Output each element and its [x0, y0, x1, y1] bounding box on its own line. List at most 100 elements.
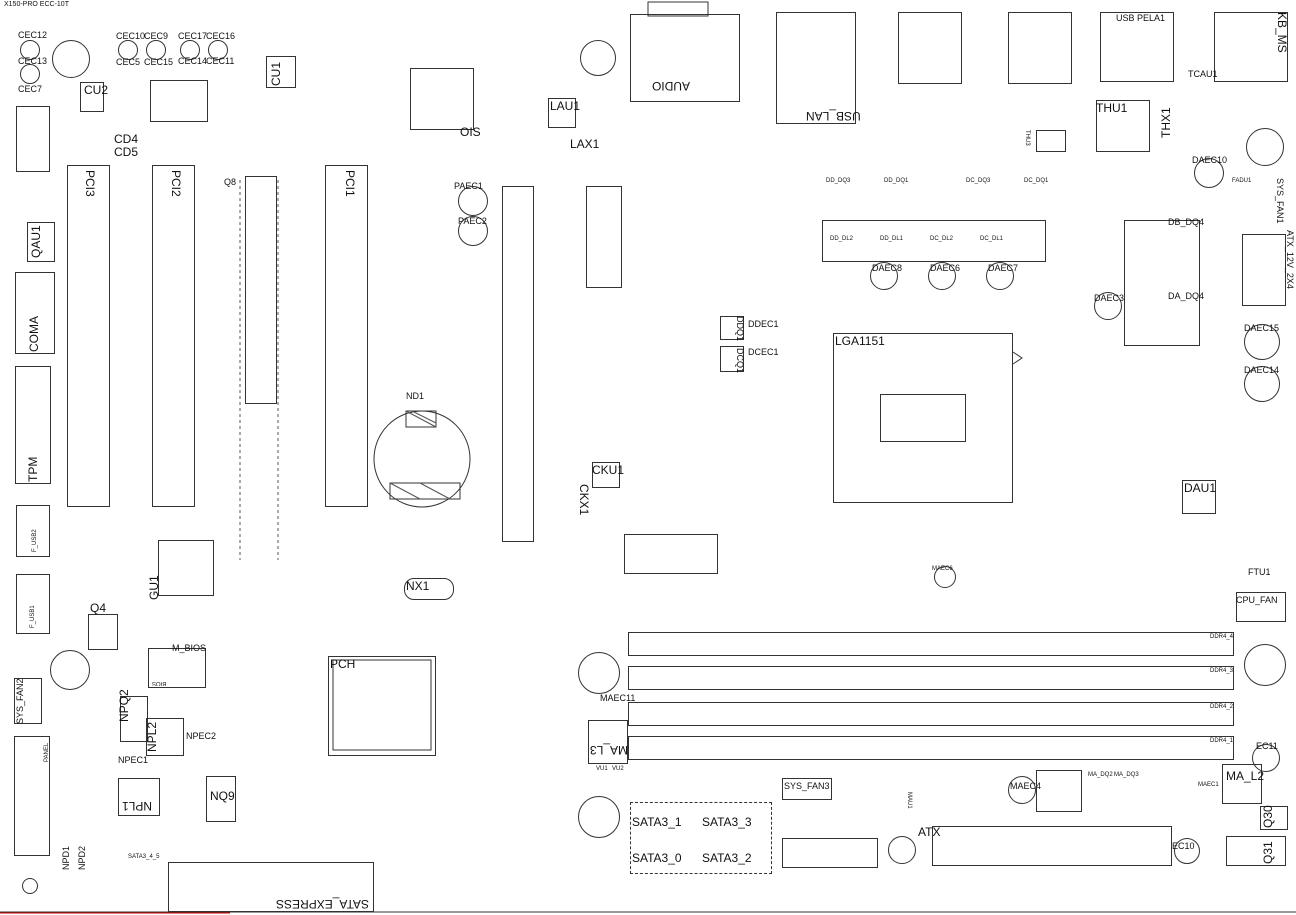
- sys-fan3-label: SYS_FAN3: [784, 781, 830, 791]
- kb-ms-label: KB_MS: [1275, 12, 1289, 53]
- gu1-chip: [158, 540, 214, 596]
- npd1-label: NPD1: [61, 845, 71, 870]
- mount-hole-right: [1244, 644, 1286, 686]
- capacitor-cec9: [146, 40, 166, 60]
- f-usb1-label: F_USB1: [30, 605, 36, 628]
- com-header: [15, 272, 55, 354]
- ftu1-label: FTU1: [1248, 567, 1271, 577]
- npl2-label: NPL2: [145, 721, 159, 752]
- ec11-label: EC11: [1256, 741, 1278, 751]
- tpm-header: [15, 366, 51, 484]
- nq9-label: NQ9: [210, 789, 235, 803]
- daec14-cap: [1244, 366, 1280, 402]
- npd2-label: NPD2: [77, 845, 87, 870]
- cec9-label: CEC9: [144, 31, 169, 41]
- ddr4-1-label: DDR4_1: [1210, 738, 1234, 744]
- fadu1-label: FADU1: [1232, 178, 1252, 184]
- usb-port-1: [898, 12, 962, 84]
- usb-pel-label: USB PELA1: [1116, 13, 1166, 23]
- thu3-label: THU3: [1024, 130, 1030, 146]
- ddr4-4-label: DDR4_4: [1210, 634, 1234, 640]
- nx1-crystal: [404, 578, 454, 600]
- cku1-label: CKU1: [592, 463, 625, 477]
- daec15-label: DAEC15: [1244, 323, 1280, 333]
- pcie-x1-slot: [245, 176, 277, 404]
- ma-l3-label: MA_L3: [590, 743, 629, 757]
- db-dq4-label: DB_DQ4: [1168, 217, 1205, 227]
- f-usb2-header: [16, 505, 50, 557]
- chip-block-mid: [624, 534, 718, 574]
- cec12-label: CEC12: [18, 30, 48, 40]
- pci1-label: PCI1: [343, 170, 357, 197]
- ma-l2-chip: [1222, 764, 1262, 804]
- pcie-x16-slot: [502, 186, 534, 542]
- maec6-cap: [934, 566, 956, 588]
- kb-ms-port: [1214, 12, 1288, 82]
- npec1-label: NPEC1: [118, 755, 149, 765]
- cec10-label: CEC10: [116, 31, 146, 41]
- qau1-label: QAU1: [29, 225, 43, 258]
- maec11-label: MAEC11: [600, 693, 636, 703]
- sys-fan2-label: SYS_FAN2: [15, 678, 25, 724]
- daec10-label: DAEC10: [1192, 155, 1228, 165]
- capacitor-cec17: [180, 40, 200, 60]
- paec1-label: PAEC1: [454, 181, 483, 191]
- ddr4-slot-4: [628, 632, 1234, 656]
- paec2-label: PAEC2: [458, 216, 487, 226]
- ma-dq3-label: MA_DQ3: [1114, 772, 1139, 778]
- lau1-chip: [548, 98, 576, 128]
- ma-l2-label: MA_L2: [1226, 769, 1265, 783]
- f-usb30-header: [782, 838, 878, 868]
- cec11-label: CEC11: [206, 56, 235, 66]
- daec3-cap: [1094, 292, 1122, 320]
- cap-bottom: [888, 836, 916, 864]
- ois-label: OIS: [460, 125, 481, 139]
- cec14-label: CEC14: [178, 56, 208, 66]
- daec8-cap: [870, 262, 898, 290]
- sata-ports-group: [630, 802, 772, 874]
- lax1-label: LAX1: [570, 137, 600, 151]
- cd5-label: CD5: [114, 145, 139, 159]
- dd-dl1-label: DD_DL1: [880, 236, 904, 242]
- ddr4-slot-1: [628, 736, 1234, 760]
- nq9-chip: [206, 776, 236, 822]
- dc-dq3-label: DC_DQ3: [966, 178, 991, 184]
- panel-header: [14, 736, 50, 856]
- dd-dq1-label: DD_DQ1: [884, 178, 909, 184]
- pci2-slot: [152, 165, 195, 507]
- dd-dl2-label: DD_DL2: [830, 236, 854, 242]
- board-title: X150-PRO ECC-10T: [4, 1, 69, 8]
- sata3-1-label: SATA3_1: [632, 815, 682, 829]
- atx-12v-label: ATX_12V_2X4: [1285, 230, 1295, 289]
- maec6-label: MAEC6: [932, 566, 953, 572]
- small-hole-bottom-left: [22, 878, 38, 894]
- mount-hole-bottom: [578, 796, 620, 838]
- gu1-label: GU1: [147, 575, 161, 600]
- cpu-fan-header: [1236, 592, 1286, 622]
- dd-dq3-label: DD_DQ3: [826, 178, 851, 184]
- cec15-label: CEC15: [144, 57, 174, 67]
- da-dq4-label: DA_DQ4: [1168, 291, 1205, 301]
- q8-label: Q8: [224, 177, 237, 187]
- dcq1-label: DCQ1: [735, 348, 745, 374]
- daec6-cap: [928, 262, 956, 290]
- daec7-cap: [986, 262, 1014, 290]
- thu1-chip: [1096, 100, 1150, 152]
- ec10-label: EC10: [1172, 841, 1195, 851]
- thu1-label: THU1: [1096, 101, 1128, 115]
- ma-l3-chip: [588, 720, 628, 764]
- pci3-label: PCI3: [83, 170, 97, 197]
- vu1-label: VU1: [596, 766, 608, 772]
- capacitor-cec13: [20, 64, 40, 84]
- daec8-label: DAEC8: [872, 263, 903, 273]
- nx1-label: NX1: [406, 579, 430, 593]
- thu3-chip: [1036, 130, 1066, 152]
- daec14-label: DAEC14: [1244, 365, 1280, 375]
- atx-12v-connector: [1242, 234, 1286, 306]
- thx1-label: THX1: [1159, 107, 1173, 138]
- ddr4-slot-3: [628, 666, 1234, 690]
- m-bios-chip: [148, 648, 206, 688]
- npl1-label: NPL1: [122, 799, 153, 813]
- cpu-fan-label: CPU_FAN: [1236, 595, 1278, 605]
